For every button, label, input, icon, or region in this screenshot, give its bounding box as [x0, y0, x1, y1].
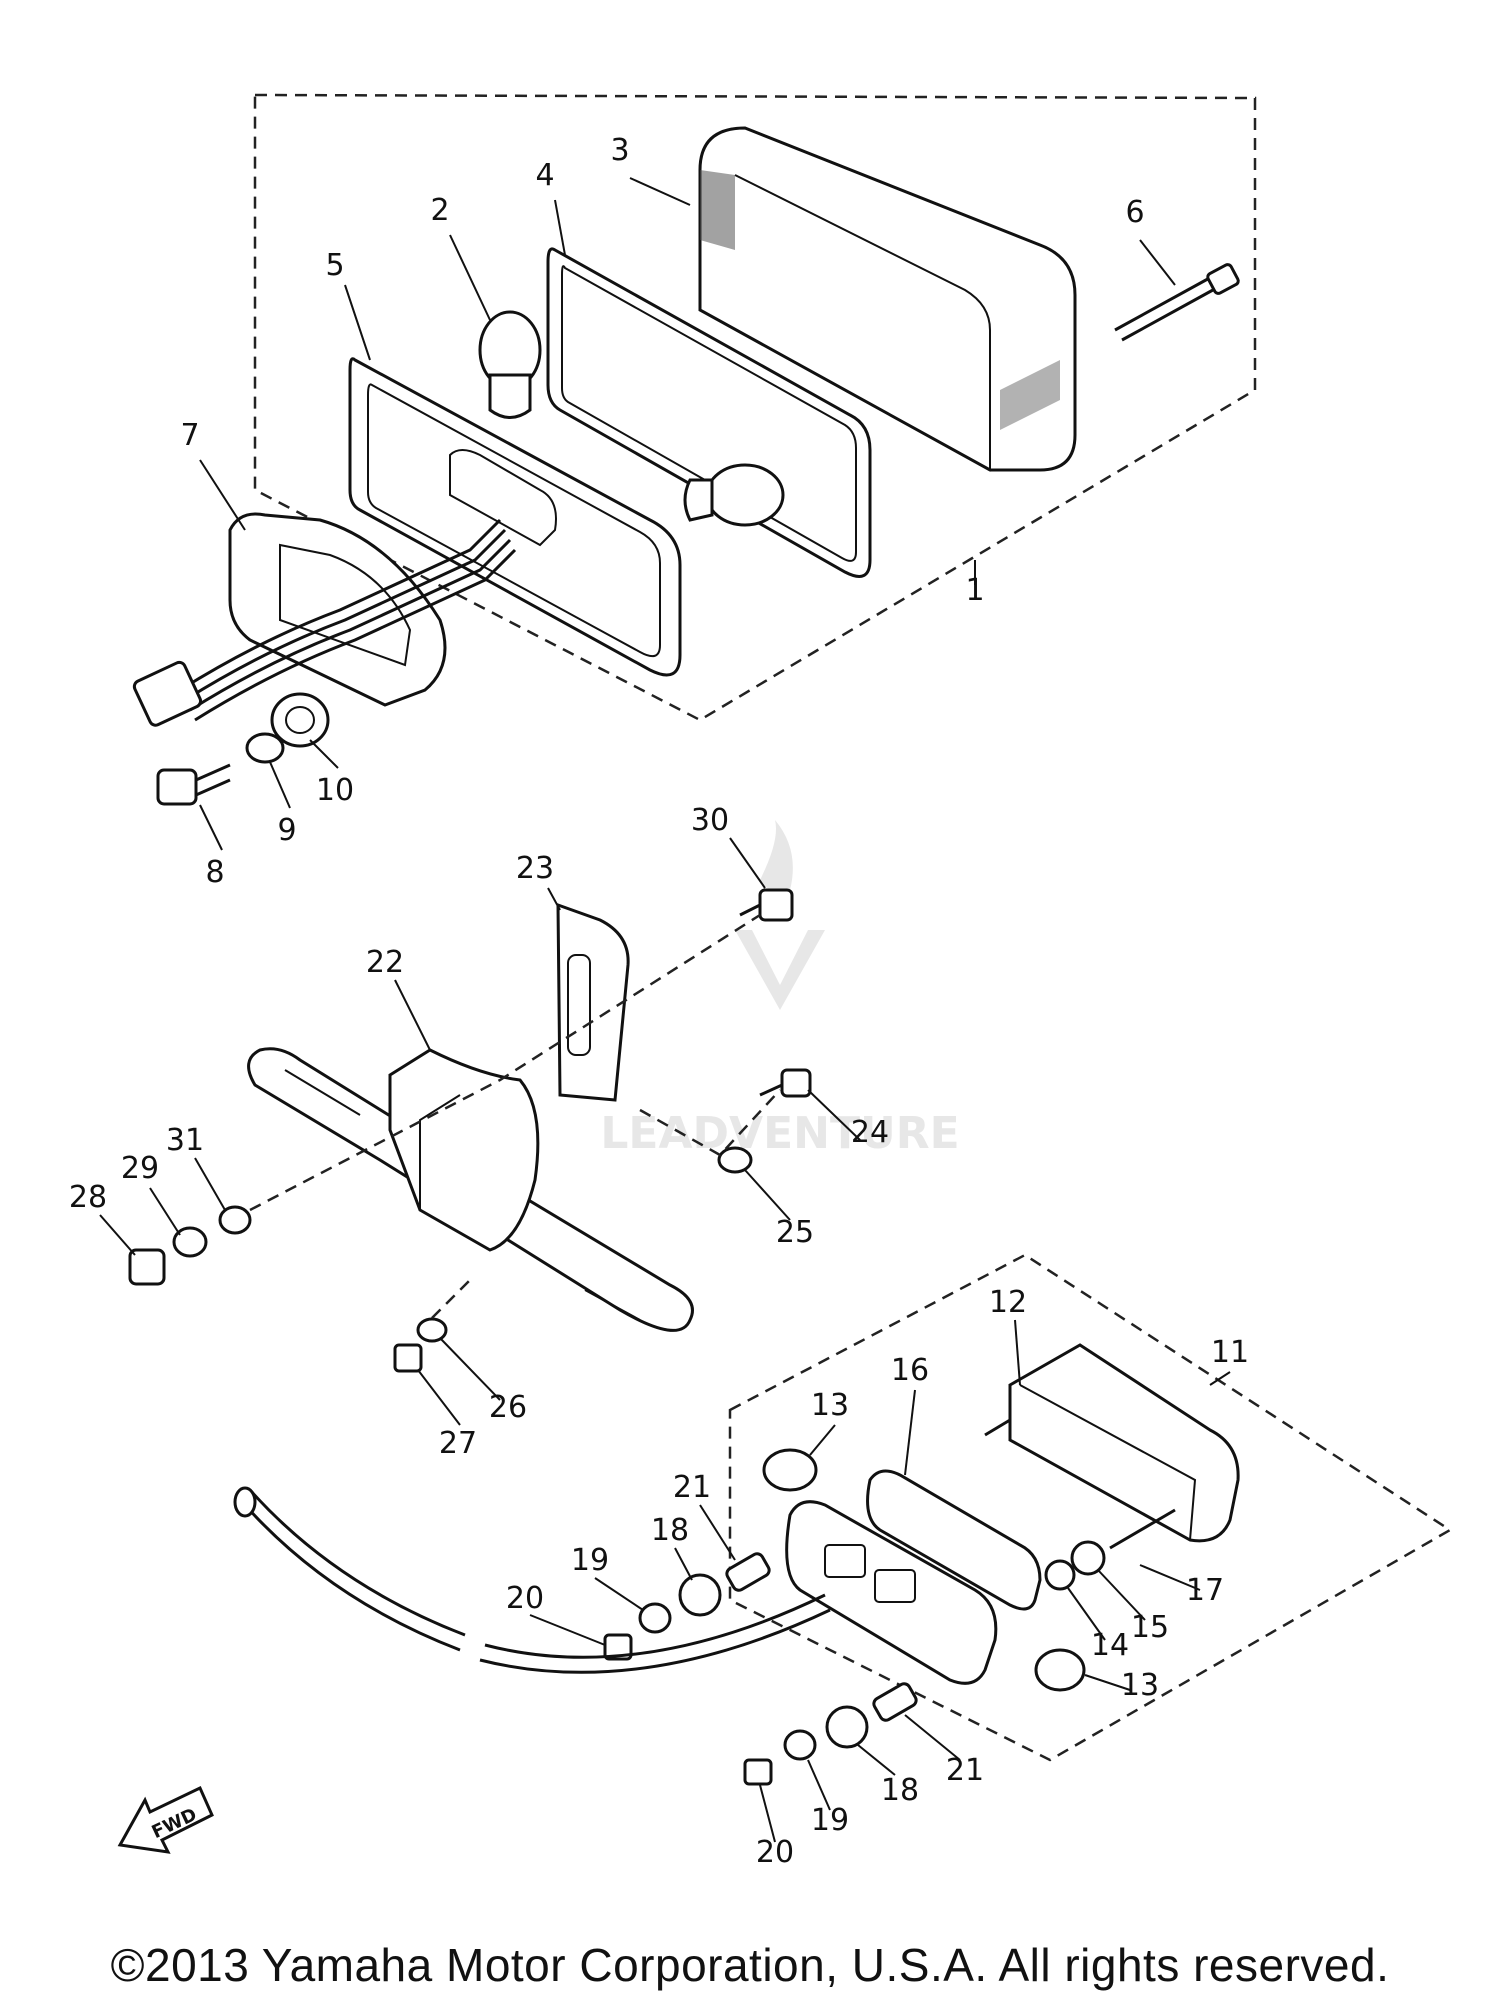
callout-c20b: 20 [756, 1835, 794, 1870]
callout-c20a: 20 [506, 1581, 544, 1616]
screw-17-part [1109, 1508, 1176, 1550]
washer-29-part [172, 1226, 208, 1258]
callout-c19a: 19 [571, 1543, 609, 1578]
leader-lines-upper [199, 177, 1176, 851]
washer-19-part [638, 1602, 672, 1634]
callout-c15: 15 [1131, 1610, 1169, 1645]
callout-c7: 7 [180, 418, 199, 453]
plate-23-part [556, 902, 630, 1102]
callout-c12: 12 [989, 1285, 1027, 1320]
washer-15-part [1070, 1540, 1106, 1576]
callout-c25: 25 [776, 1215, 814, 1250]
callout-c13a: 13 [811, 1388, 849, 1423]
watermark-text: LEADVENTURE [600, 1108, 959, 1159]
callout-c30: 30 [691, 803, 729, 838]
callout-c26: 26 [489, 1390, 527, 1425]
callout-c27: 27 [439, 1426, 477, 1461]
washer-25-part [717, 1146, 753, 1174]
callout-c8: 8 [205, 855, 224, 890]
callout-c18a: 18 [651, 1513, 689, 1548]
collar-10-part [270, 692, 330, 748]
callout-c31: 31 [166, 1123, 204, 1158]
callout-c16: 16 [891, 1353, 929, 1388]
gasket-16-part [866, 1469, 1042, 1611]
callout-c5: 5 [325, 248, 344, 283]
callout-c19b: 19 [811, 1803, 849, 1838]
bolt-24-part [759, 1068, 812, 1098]
callout-c28: 28 [69, 1180, 107, 1215]
fwd-arrow-icon: FWD [117, 1785, 214, 1854]
callout-c6: 6 [1125, 195, 1144, 230]
nut-20b-part [743, 1758, 773, 1786]
callout-labels: 1234567891011121313141516171818191920202… [69, 133, 1249, 1870]
bolt-30-part [739, 888, 794, 922]
wire-harness-part [233, 1486, 831, 1674]
lamp-housing-12-part [984, 1343, 1240, 1543]
spacer-21-part [725, 1552, 771, 1592]
callout-c11: 11 [1211, 1335, 1249, 1370]
callout-c10: 10 [316, 773, 354, 808]
lens-part [698, 126, 1077, 472]
lamp-base-part [785, 1500, 998, 1685]
callout-c17: 17 [1186, 1573, 1224, 1608]
washer-9-part [245, 732, 285, 764]
callout-c2: 2 [430, 193, 449, 228]
assembly-11-boundary [728, 1253, 1453, 1762]
washer-31-part [218, 1205, 252, 1235]
collar-18b-part [825, 1705, 869, 1749]
callout-c3: 3 [610, 133, 629, 168]
copyright-notice: ©2013 Yamaha Motor Corporation, U.S.A. A… [110, 1939, 1390, 1991]
callout-c9: 9 [277, 813, 296, 848]
leader-lines-lower [529, 1319, 1231, 1843]
callout-c22: 22 [366, 945, 404, 980]
spacer-21b-part [872, 1682, 918, 1722]
leader-lines-middle [99, 837, 861, 1426]
callout-c21b: 21 [946, 1753, 984, 1788]
nut-20-part [603, 1633, 633, 1661]
washer-14-part [1044, 1559, 1076, 1591]
callout-c23: 23 [516, 851, 554, 886]
license-bracket-22-part [247, 1047, 694, 1332]
nut-28-part [128, 1248, 166, 1286]
callout-c1: 1 [965, 573, 984, 608]
callout-c4: 4 [535, 158, 554, 193]
collar-18-part [678, 1573, 722, 1617]
callout-c14: 14 [1091, 1628, 1129, 1663]
watermark-logo: LEADVENTURE [600, 820, 960, 1159]
washer-19b-part [783, 1729, 817, 1761]
assembly-1-boundary [253, 93, 1257, 722]
callout-c24: 24 [851, 1115, 889, 1150]
screw-6-part [1114, 263, 1240, 342]
bolt-8-part [156, 763, 231, 806]
callout-c21a: 21 [673, 1470, 711, 1505]
bulb-part [478, 310, 785, 527]
callout-c29: 29 [121, 1151, 159, 1186]
base-part [348, 357, 682, 677]
bulb-13-part [762, 1448, 1086, 1692]
callout-c13b: 13 [1121, 1668, 1159, 1703]
callout-c18b: 18 [881, 1773, 919, 1808]
alignment-lines-middle [249, 913, 781, 1319]
washer-26-part [416, 1317, 448, 1343]
nut-27-part [393, 1343, 423, 1373]
bracket-7-part [132, 512, 517, 727]
gasket-part [546, 247, 872, 578]
